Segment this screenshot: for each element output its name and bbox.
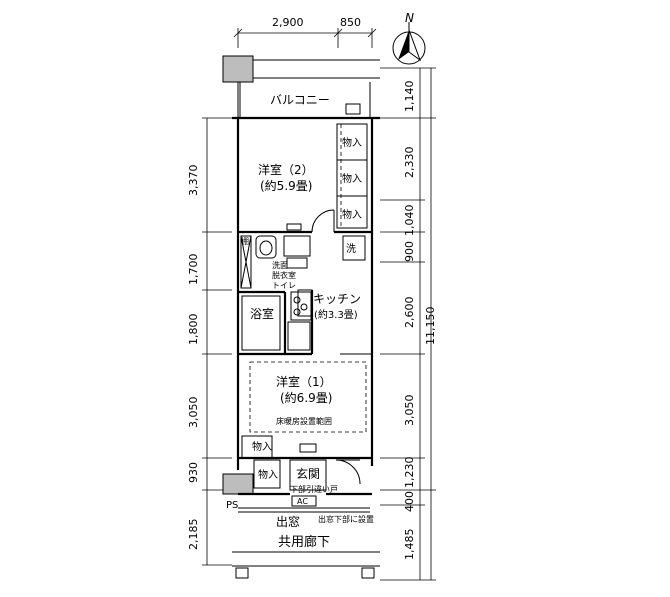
western-room-2-size: (約5.9畳) [260, 178, 312, 193]
wash-room-label-2: 脱衣室 [272, 270, 296, 280]
dim-right-1: 1,140 [403, 81, 416, 113]
ps-label: PS [226, 500, 238, 511]
dim-top-2: 850 [340, 16, 361, 29]
storage-label-3: 物入 [342, 208, 362, 221]
western-room-1-label: 洋室（1） [276, 374, 332, 389]
compass-label: N [405, 11, 414, 25]
dim-right-3: 1,040 [403, 205, 416, 237]
storage-label-4: 物入 [252, 440, 272, 453]
kitchen-area [290, 290, 314, 354]
corridor-label: 共用廊下 [278, 534, 330, 550]
left-dimension-line [202, 117, 232, 566]
dim-left-1: 3,370 [187, 165, 200, 197]
bathroom-label: 浴室 [250, 306, 274, 321]
dim-right-5: 2,600 [403, 297, 416, 329]
dim-right-4: 900 [403, 241, 416, 262]
entrance-area [222, 435, 372, 513]
dim-left-2: 1,700 [187, 254, 200, 286]
right-dimension-lines [380, 67, 436, 581]
storage-label-5: 物入 [258, 468, 278, 481]
washer-label: 洗 [346, 243, 356, 255]
storage-closets [336, 123, 368, 229]
western-room-2-label: 洋室（2） [258, 162, 314, 177]
kitchen-label: キッチン [313, 292, 361, 306]
storage-label-2: 物入 [342, 172, 362, 185]
dim-left-3: 1,800 [187, 314, 200, 346]
shoe-box-label: 下部引違い戸 [290, 484, 338, 494]
dim-right-7: 1,230 [403, 457, 416, 489]
wash-room-label-3: トイレ [272, 281, 296, 290]
bathroom-area [238, 290, 312, 356]
sill-note-label: 出窓下部に設置 [318, 514, 374, 524]
top-dimension-line [233, 28, 377, 48]
dim-right-2: 2,330 [403, 147, 416, 179]
entrance-label: 玄関 [296, 466, 320, 481]
wash-room-label-1: 洗面 [272, 260, 288, 270]
balcony-label: バルコニー [270, 93, 330, 107]
shelf-label: 棚 [241, 236, 249, 246]
dim-right-6: 3,050 [403, 395, 416, 427]
dim-left-6: 2,185 [187, 519, 200, 551]
dim-right-8: 400 [403, 491, 416, 512]
dim-right-total: 11,150 [424, 307, 437, 346]
western-room-1-size: (約6.9畳) [280, 390, 332, 405]
kitchen-size: (約3.3畳) [314, 308, 358, 321]
floor-heating-label: 床暖房設置範囲 [276, 416, 332, 426]
bay-window-label: 出窓 [276, 514, 300, 529]
ac-label: AC [297, 497, 308, 506]
balcony-area [222, 55, 380, 118]
dim-right-9: 1,485 [403, 529, 416, 561]
dim-left-4: 3,050 [187, 397, 200, 429]
dim-top-1: 2,900 [272, 16, 304, 29]
room-2-door [311, 209, 335, 233]
storage-label-1: 物入 [342, 136, 362, 149]
common-corridor [232, 551, 380, 579]
western-room-1-area [249, 353, 372, 433]
north-compass-icon [392, 22, 426, 65]
dim-left-5: 930 [187, 462, 200, 483]
